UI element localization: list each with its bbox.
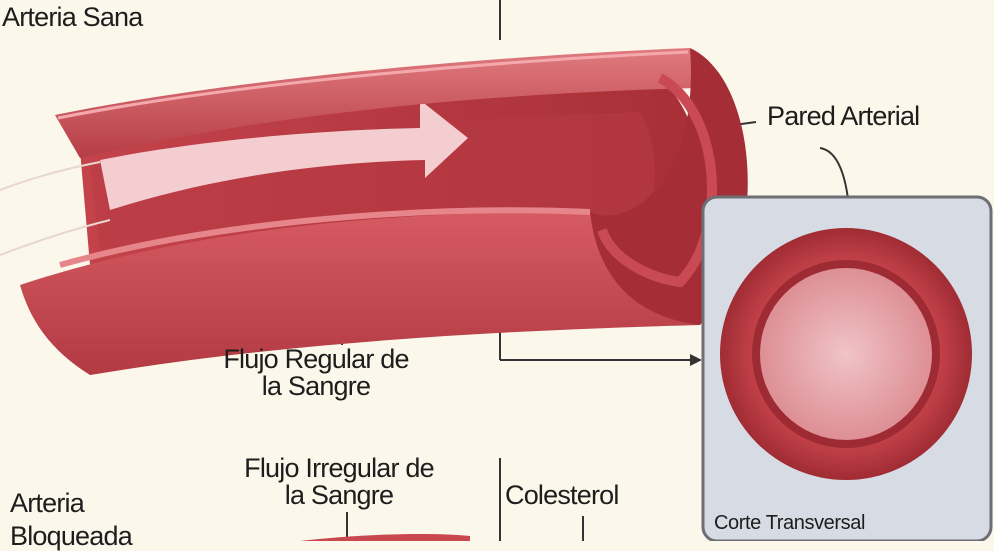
label-regular-flow-line2: la Sangre: [196, 373, 436, 400]
label-blocked-artery: Arteria Bloqueada: [10, 490, 132, 550]
label-cross-section: Corte Transversal: [714, 513, 865, 533]
healthy-artery-tube: [0, 48, 748, 375]
cross-section-lumen: [760, 268, 932, 440]
pointer-arrowhead: [690, 354, 702, 366]
label-irregular-flow: Flujo Irregular de la Sangre: [214, 455, 464, 509]
label-blocked-artery-line2: Bloqueada: [10, 523, 132, 550]
blocked-artery-top-edge: [300, 534, 470, 541]
label-healthy-artery: Arteria Sana: [2, 4, 142, 31]
label-regular-flow-line1: Flujo Regular de: [196, 346, 436, 373]
label-blocked-artery-line1: Arteria: [10, 490, 132, 517]
label-irregular-flow-line1: Flujo Irregular de: [214, 455, 464, 482]
cross-section-panel: [703, 197, 991, 541]
label-arterial-wall: Pared Arterial: [767, 103, 919, 130]
label-cholesterol: Colesterol: [505, 482, 619, 509]
label-irregular-flow-line2: la Sangre: [214, 482, 464, 509]
label-regular-flow: Flujo Regular de la Sangre: [196, 346, 436, 400]
